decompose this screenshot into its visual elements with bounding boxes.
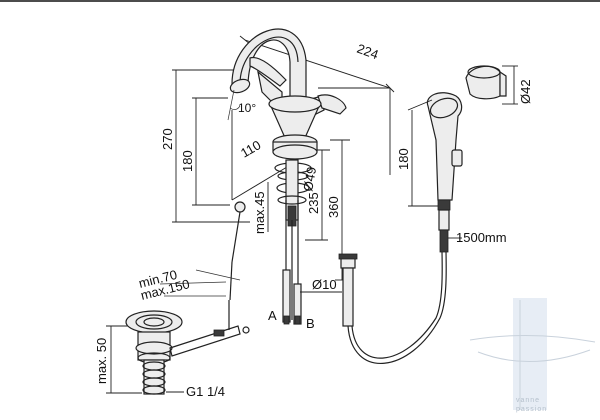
watermark-logo: vanne passion: [469, 298, 596, 413]
shower-holder: [465, 65, 518, 105]
dim-hose-diameter: Ø10: [312, 277, 337, 292]
dim-360: 360: [326, 196, 341, 218]
waste-valve: [106, 310, 250, 395]
faucet-dimension-frame: [172, 35, 395, 281]
flexible-hose: [347, 249, 447, 364]
dim-spout-angle: 10°: [238, 101, 256, 115]
dim-body-diameter: Ø49: [300, 166, 319, 193]
dim-spout-reach-110: 110: [238, 137, 263, 160]
dim-shower-180: 180: [396, 148, 411, 170]
dim-hose-length: 1500mm: [456, 230, 507, 245]
dim-height-270: 270: [160, 128, 175, 150]
label-tail-b: B: [306, 316, 315, 331]
watermark-text-1: vanne: [516, 397, 540, 404]
label-tail-a: A: [268, 308, 277, 323]
hand-shower: [407, 92, 463, 253]
dim-waste-max: max. 50: [94, 338, 109, 384]
dim-width-224: 224: [355, 41, 381, 63]
watermark-text-2: passion: [516, 406, 547, 413]
faucet-body: [249, 57, 347, 325]
popup-lever: [159, 201, 246, 330]
dim-235: 235: [306, 192, 321, 214]
dim-max-45: max.45: [252, 191, 267, 234]
dim-holder-diameter: Ø42: [518, 79, 533, 104]
dim-spout-height-180: 180: [180, 150, 195, 172]
dim-waste-thread: G1 1/4: [186, 384, 225, 399]
